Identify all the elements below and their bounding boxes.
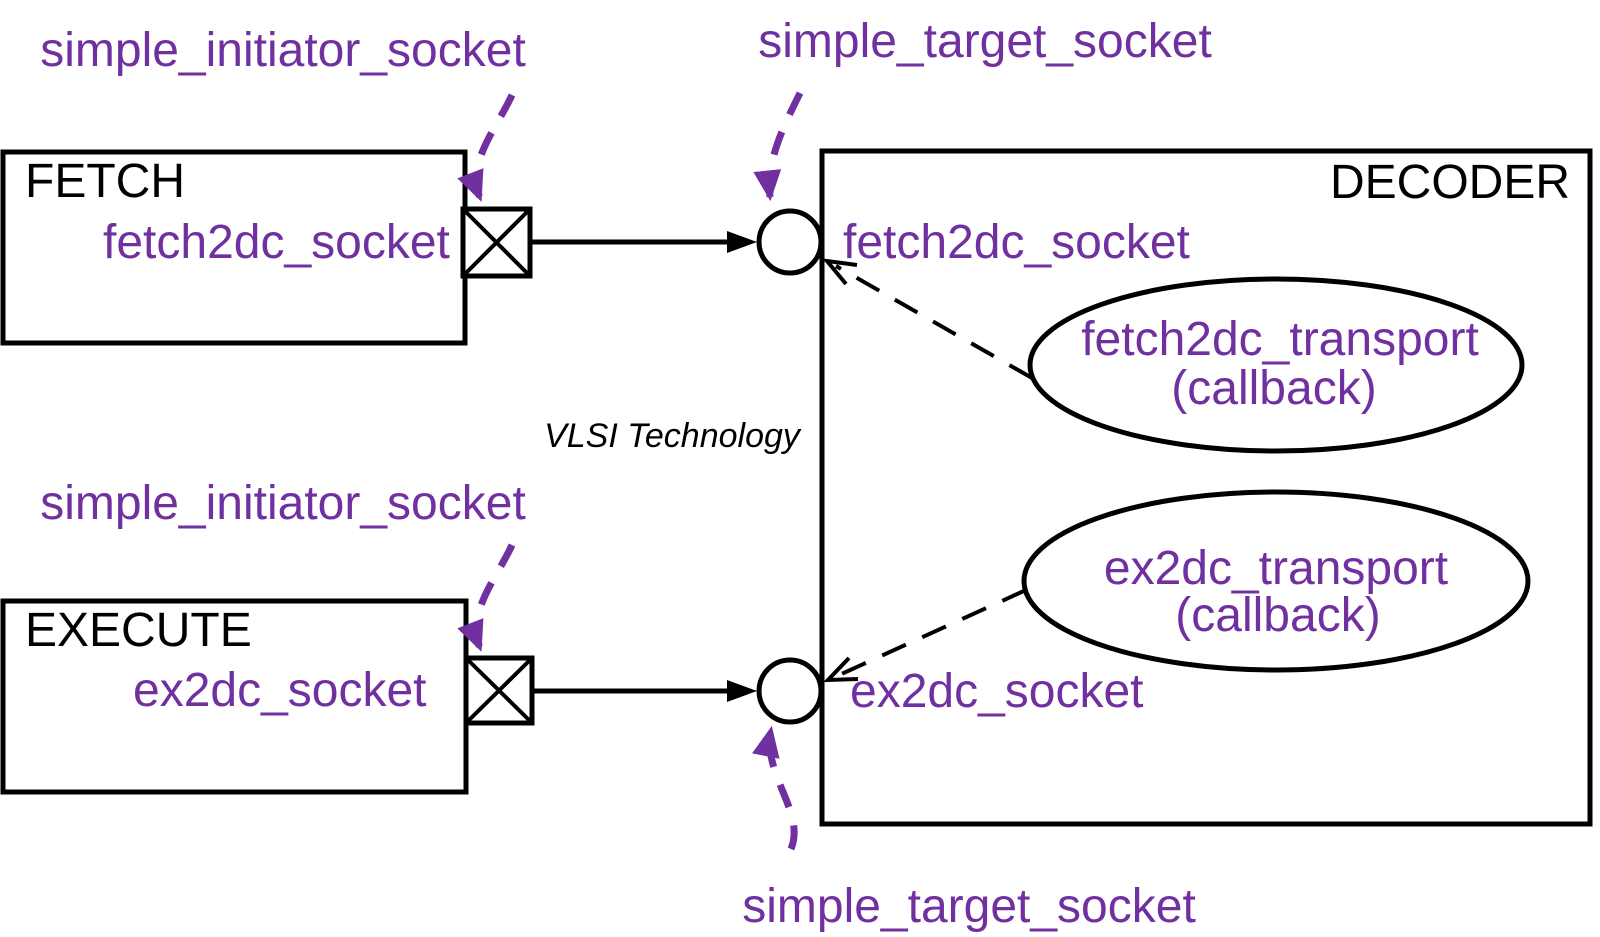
ex2dc-socket-label-decoder: ex2dc_socket: [850, 665, 1144, 718]
simple-initiator-socket-label-top: simple_initiator_socket: [40, 24, 526, 77]
vlsi-technology-note: VLSI Technology: [544, 417, 802, 455]
ex2dc-transport-ellipse: [1021, 489, 1531, 673]
decoder-module-box: [819, 148, 1593, 827]
ex2dc-socket-label-execute: ex2dc_socket: [133, 664, 427, 717]
fetch2dc-callback-link: [822, 258, 1033, 380]
decoder-title: DECODER: [1330, 156, 1570, 209]
simple-target-socket-label-top: simple_target_socket: [758, 15, 1212, 68]
target-socket-icon-ex2dc: [756, 657, 824, 725]
pointer-arrow-target-bottom: [752, 725, 798, 851]
fetch-module-box: [0, 149, 468, 346]
fetch2dc-socket-label-decoder: fetch2dc_socket: [843, 216, 1190, 269]
target-socket-icon-fetch2dc: [756, 208, 824, 276]
pointer-arrow-initiator-mid: [457, 543, 516, 652]
execute-to-decoder-arrow: [534, 680, 757, 702]
simple-target-socket-label-bottom: simple_target_socket: [742, 880, 1196, 933]
fetch2dc-transport-ellipse: [1027, 276, 1525, 454]
ex2dc-callback-link: [823, 588, 1027, 683]
simple-initiator-socket-label-mid: simple_initiator_socket: [40, 477, 526, 530]
ex2dc-transport-line2: (callback): [1175, 589, 1380, 642]
fetch2dc-transport-line1: fetch2dc_transport: [1081, 313, 1479, 366]
initiator-socket-icon-execute: [463, 655, 535, 726]
ex2dc-transport-line1: ex2dc_transport: [1104, 542, 1448, 595]
initiator-socket-icon-fetch: [460, 206, 533, 279]
fetch2dc-transport-line2: (callback): [1171, 362, 1376, 415]
pointer-arrow-initiator-top: [457, 93, 516, 202]
fetch-title: FETCH: [25, 155, 185, 208]
pointer-arrow-target-top: [753, 91, 804, 202]
execute-title: EXECUTE: [25, 604, 252, 657]
execute-module-box: [0, 598, 469, 795]
fetch-to-decoder-arrow: [532, 231, 757, 253]
fetch2dc-socket-label-fetch: fetch2dc_socket: [103, 216, 450, 269]
